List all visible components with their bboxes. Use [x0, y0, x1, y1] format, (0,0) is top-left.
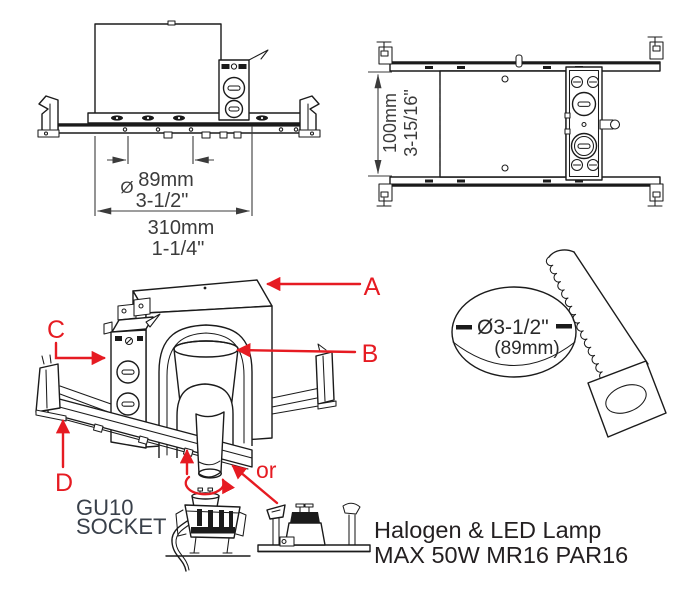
- hole-saw-diagram: Ø3-1/2" (89mm): [451, 249, 667, 438]
- housing-top-tab: [167, 20, 176, 26]
- callout-d-label: D: [55, 469, 73, 497]
- overall-width-dimension: 310mm 1-1/4": [94, 126, 253, 260]
- text-notes: GU10 SOCKET Halogen & LED Lamp MAX 50W M…: [76, 495, 628, 568]
- hole-saw-diameter-mm: (89mm): [494, 338, 559, 359]
- mounting-plate-top: [439, 70, 567, 178]
- height-dim-mm: 100mm: [380, 93, 400, 153]
- center-pin: [515, 54, 523, 68]
- top-view: 100mm 3-15/16": [368, 36, 664, 207]
- hole-saw-diameter: Ø3-1/2": [477, 316, 549, 339]
- overall-dim-mm: 310mm: [148, 217, 215, 239]
- corner-bracket-top-left: [376, 41, 393, 65]
- perspective-view: [35, 279, 337, 479]
- cable-clamp-tab: [248, 49, 269, 61]
- front-view: Ø 89mm 3-1/2" 310mm 1-1/4": [37, 20, 321, 260]
- or-label: or: [256, 457, 277, 483]
- handle-hole: [605, 384, 647, 414]
- corner-bracket-top-right: [647, 36, 664, 60]
- junction-box-front: [218, 49, 269, 121]
- callout-annotations: A B C D or: [47, 273, 381, 505]
- height-dimension: 100mm 3-15/16": [368, 71, 421, 177]
- aperture-dim-symbol: Ø: [120, 178, 133, 197]
- callout-b-label: B: [362, 340, 379, 368]
- socket-cable: [171, 514, 198, 572]
- cutout-disk: [451, 286, 577, 378]
- hanger-rails: [57, 112, 311, 139]
- callout-b-arrow: [235, 343, 357, 358]
- socket-tube: [195, 411, 225, 479]
- aperture-dimension: Ø 89mm 3-1/2": [107, 136, 214, 212]
- callout-c-label: C: [47, 316, 65, 344]
- mounting-bracket-right: [298, 95, 321, 138]
- or-alternative-arrow: [231, 464, 279, 505]
- aperture-dim-mm: 89mm: [138, 169, 194, 191]
- serrated-edge: [545, 256, 607, 381]
- callout-c-arrow: [54, 341, 107, 366]
- alternative-trim-fixture: [257, 502, 371, 553]
- saw-blade: [545, 249, 667, 438]
- corner-bracket-bottom-left: [376, 183, 393, 207]
- disk-thickness-edge: [452, 341, 576, 367]
- aperture-dim-in: 3-1/2": [136, 190, 189, 212]
- bracket-perspective-left: [35, 354, 67, 422]
- dim-tick-right: [556, 324, 572, 329]
- dim-tick-left: [456, 325, 472, 330]
- rear-rail-right: [271, 343, 337, 415]
- socket-label-line2: SOCKET: [76, 514, 166, 539]
- socket-label-line1: GU10: [76, 495, 133, 520]
- lamp-note-line1: Halogen & LED Lamp: [374, 517, 601, 543]
- housing-outline: [94, 23, 222, 121]
- height-dim-in: 3-15/16": [401, 89, 421, 156]
- corner-bracket-bottom-right: [647, 183, 664, 207]
- lamp-note-line2: MAX 50W MR16 PAR16: [374, 542, 628, 568]
- callout-a-label: A: [364, 273, 381, 301]
- twist-rotation-arrow: [184, 475, 236, 496]
- mounting-bracket-left: [37, 95, 60, 138]
- junction-box-top: [564, 66, 621, 181]
- gu10-socket-detail: [165, 487, 371, 572]
- overall-dim-in: 1-1/4": [152, 238, 205, 260]
- spring-clip-holder: [165, 504, 251, 557]
